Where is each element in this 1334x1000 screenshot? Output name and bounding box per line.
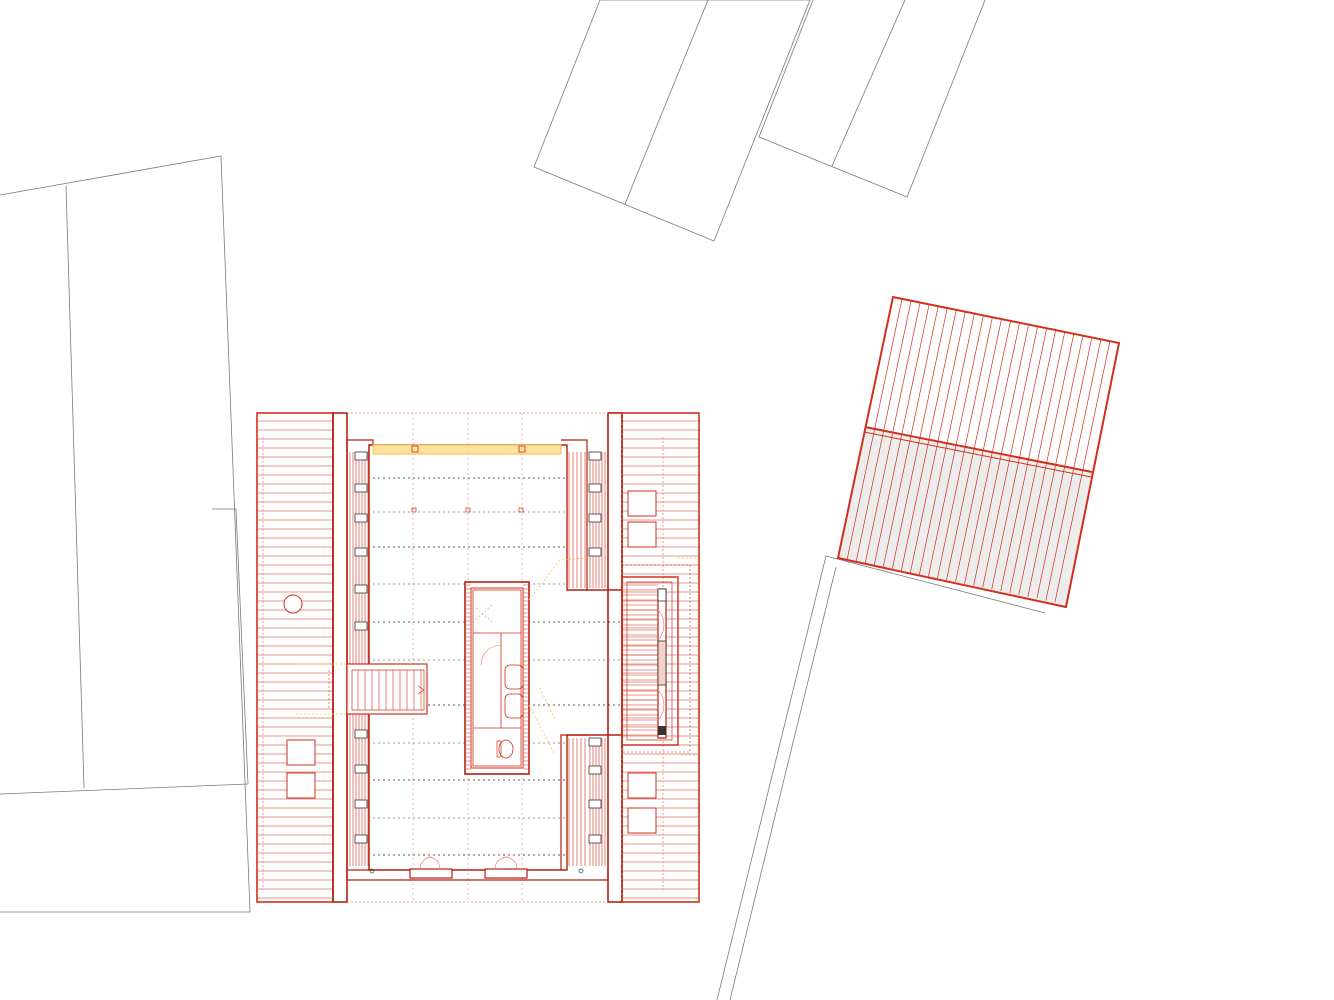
stud (588, 765, 602, 775)
stud (588, 799, 602, 809)
stud (354, 513, 368, 523)
hatch-line (1000, 330, 1057, 592)
gable-window (409, 868, 453, 879)
gable-window (484, 868, 528, 879)
skylight (286, 739, 316, 766)
hatch-line (1054, 341, 1111, 603)
stud (588, 451, 602, 461)
stud (588, 834, 602, 844)
hatch-line (964, 322, 1020, 584)
staircase (296, 663, 428, 715)
stud (354, 547, 368, 557)
chimney-vent-icon (283, 594, 303, 614)
stud (354, 764, 368, 774)
stud (588, 547, 602, 557)
hatch-line (1045, 339, 1102, 601)
site-context (0, 0, 1046, 1000)
stud (588, 483, 602, 493)
skylight (286, 772, 316, 799)
hatch-line (937, 317, 993, 579)
hatch-line (919, 313, 975, 575)
hatch-line (928, 315, 984, 577)
stud (354, 483, 368, 493)
stud (354, 729, 368, 739)
hatch-line (846, 298, 903, 560)
roof-windows (283, 490, 657, 834)
hatch-line (900, 309, 957, 571)
hatch-line (982, 326, 1038, 588)
neighbor-roof (836, 295, 1121, 609)
hatch-line (955, 320, 1011, 582)
skylight (627, 807, 657, 834)
hatch-line (909, 311, 966, 573)
bathroom-core (464, 581, 530, 775)
hatch-line (946, 319, 1002, 581)
hatch-line (891, 307, 948, 570)
skylight (627, 521, 657, 548)
skylight (627, 490, 657, 517)
hatch-line (855, 300, 912, 562)
hatch-line (882, 306, 939, 568)
skylight (627, 772, 657, 799)
stud (588, 737, 602, 747)
stud (354, 834, 368, 844)
stud (354, 621, 368, 631)
opening-lines (528, 557, 586, 756)
hatch-line (1018, 333, 1075, 595)
stud (354, 799, 368, 809)
hatch-line (864, 302, 921, 564)
hatch-line (1009, 331, 1066, 594)
stud (354, 584, 368, 594)
hatch-line (1036, 337, 1093, 599)
stud (588, 513, 602, 523)
ridge-beam-opening (372, 444, 562, 455)
hatch-line (973, 324, 1029, 586)
hatch-line (1027, 335, 1084, 597)
hatch-line (873, 304, 930, 566)
hatch-line (991, 328, 1048, 590)
stud (354, 451, 368, 461)
dormer (621, 557, 699, 756)
